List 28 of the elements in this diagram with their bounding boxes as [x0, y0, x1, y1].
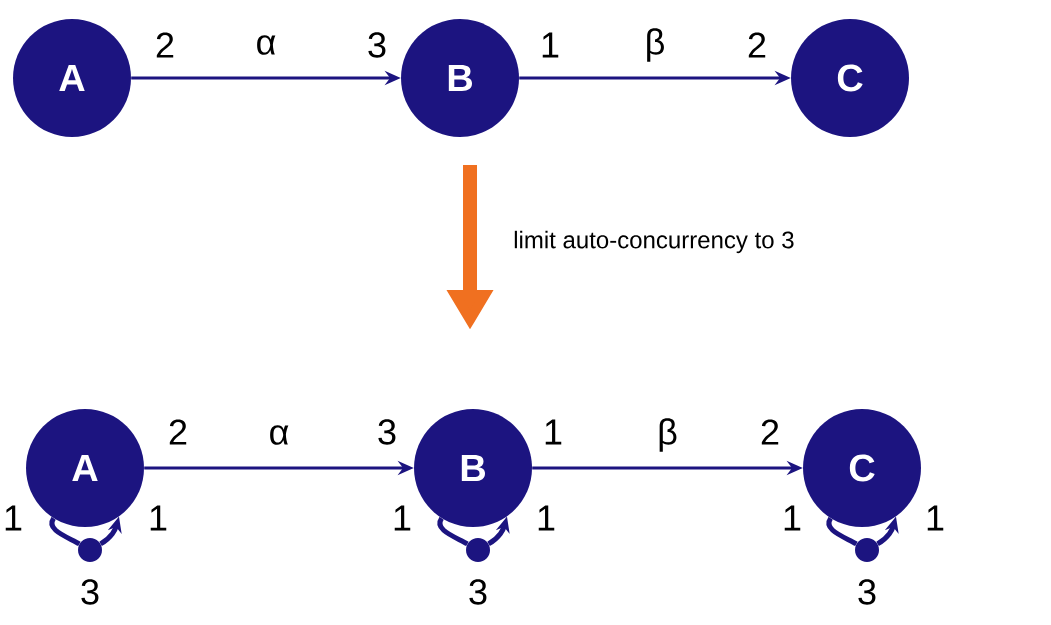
rate-label: 3	[368, 32, 386, 58]
rate-label: 2	[761, 419, 779, 445]
rate-label: 2	[748, 32, 766, 58]
token-count: 3	[858, 579, 876, 605]
loop-arc	[49, 517, 81, 547]
rate-label: 1	[5, 505, 22, 531]
token-dot	[466, 538, 490, 562]
edge-label: β	[647, 28, 664, 62]
rate-label: 1	[545, 419, 562, 445]
rate-label: 2	[156, 32, 174, 58]
rate-label: 1	[927, 505, 944, 531]
edge-label: α	[270, 425, 289, 445]
loop-arc	[437, 517, 469, 547]
rate-label: 1	[394, 505, 411, 531]
loop-arc	[826, 517, 858, 547]
rate-label: 3	[378, 419, 396, 445]
rate-label: 1	[538, 505, 555, 531]
edge-label: β	[659, 418, 677, 452]
annotation-text: limit auto-concurrency to 3	[514, 230, 794, 254]
token-count: 3	[469, 579, 487, 605]
edge-label: α	[257, 35, 276, 55]
token-dot	[855, 538, 879, 562]
token-count: 3	[81, 579, 99, 605]
rate-label: 2	[169, 419, 187, 445]
rate-label: 1	[150, 505, 167, 531]
rate-label: 1	[542, 32, 559, 58]
rate-label: 1	[784, 505, 801, 531]
token-dot	[78, 538, 102, 562]
